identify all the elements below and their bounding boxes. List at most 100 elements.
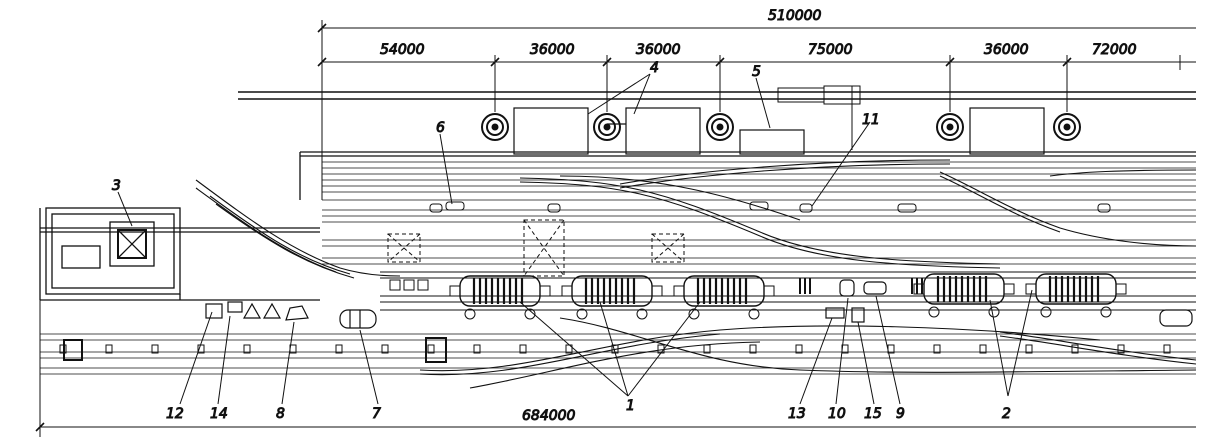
- pulley-hub: [946, 123, 954, 131]
- pulley-hub: [1063, 123, 1071, 131]
- pulley-inner: [486, 118, 504, 136]
- small-equipment: [205, 279, 1193, 329]
- pulley-5: [1053, 113, 1081, 141]
- machine-block: [63, 339, 83, 361]
- callout-10: 10: [828, 406, 846, 422]
- pulley-4: [936, 113, 964, 141]
- rail-marker: [335, 344, 343, 354]
- small-box: [417, 279, 429, 291]
- pulley-1: [481, 113, 509, 141]
- callout-14: 14: [210, 406, 228, 422]
- roll-unit-end: [673, 285, 685, 297]
- callout-1: 1: [626, 398, 635, 414]
- pulley-hub: [491, 123, 499, 131]
- rail-marker: [243, 344, 251, 354]
- rail-marker: [473, 344, 481, 354]
- cart: [547, 203, 561, 213]
- roll-unit-end: [651, 285, 663, 297]
- roll-unit-1: [449, 275, 551, 320]
- callout-7: 7: [372, 406, 381, 422]
- roll-unit-end: [1003, 283, 1015, 295]
- rail-marker: [151, 344, 159, 354]
- roll-unit-4: [913, 273, 1015, 318]
- rail-marker: [749, 344, 757, 354]
- roll-unit-wheel: [988, 306, 1000, 318]
- pulley-rim: [1053, 113, 1081, 141]
- callout-13: 13: [788, 406, 806, 422]
- callout-9: 9: [896, 406, 905, 422]
- roll-unit-end: [561, 285, 573, 297]
- pulley-3: [706, 113, 734, 141]
- callout-12: 12: [166, 406, 184, 422]
- rail-marker: [381, 344, 389, 354]
- roll-unit-wheel: [1100, 306, 1112, 318]
- upper-switch-curves: [519, 159, 1197, 269]
- dimension-total-bottom: 684000: [522, 408, 576, 424]
- dimension-total-top: 510000: [768, 8, 822, 24]
- small-box: [389, 279, 401, 291]
- upper-floor-carts: [429, 201, 1111, 213]
- cart: [897, 203, 917, 213]
- rail-marker: [105, 344, 113, 354]
- pulley-inner: [1058, 118, 1076, 136]
- pulley-inner: [941, 118, 959, 136]
- dimension-segment-2: 36000: [530, 42, 575, 58]
- callout-3: 3: [112, 178, 121, 194]
- leader-lines: [117, 73, 1033, 405]
- roll-unit-wheel: [576, 308, 588, 320]
- cart: [799, 203, 813, 213]
- roll-unit-end: [1115, 283, 1127, 295]
- upper-floor-outline: [299, 151, 1196, 200]
- left-building: [39, 207, 320, 301]
- callout-2: 2: [1002, 406, 1011, 422]
- incoming-curved-tracks: [195, 179, 401, 279]
- column-pulleys: [481, 113, 1081, 141]
- lower-crossovers: [419, 317, 1197, 389]
- rail-marker: [519, 344, 527, 354]
- cart: [749, 201, 769, 211]
- roll-unit-wheel: [928, 306, 940, 318]
- roll-units: [389, 273, 1127, 320]
- callout-6: 6: [436, 120, 445, 136]
- callout-4: 4: [650, 60, 659, 76]
- upper-rail-tracks: [322, 161, 1196, 265]
- pulley-rim: [706, 113, 734, 141]
- roll-unit-wheel: [464, 308, 476, 320]
- dimension-segment-3: 36000: [636, 42, 681, 58]
- roll-unit-end: [449, 285, 461, 297]
- dimension-segment-4: 75000: [808, 42, 853, 58]
- lower-rail-tracks: [40, 333, 1196, 375]
- roll-unit-3: [673, 275, 775, 320]
- rail-marker: [933, 344, 941, 354]
- small-box: [403, 279, 415, 291]
- machine-block: [425, 337, 447, 363]
- roll-unit-wheel: [1040, 306, 1052, 318]
- pulley-inner: [711, 118, 729, 136]
- roll-unit-wheel: [524, 308, 536, 320]
- rail-marker: [427, 344, 435, 354]
- rail-marker: [795, 344, 803, 354]
- crane-runway: [238, 85, 1196, 150]
- cart: [429, 203, 443, 213]
- roll-unit-end: [913, 283, 925, 295]
- rail-marker: [979, 344, 987, 354]
- callout-11: 11: [862, 112, 880, 128]
- pulley-rim: [481, 113, 509, 141]
- roll-unit-wheel: [636, 308, 648, 320]
- pulley-hub: [603, 123, 611, 131]
- roll-unit-wheel: [688, 308, 700, 320]
- dimension-segment-1: 54000: [380, 42, 425, 58]
- roll-unit-end: [539, 285, 551, 297]
- rail-marker: [703, 344, 711, 354]
- rail-marker: [1025, 344, 1033, 354]
- pulley-2: [593, 113, 621, 141]
- pulley-rim: [593, 113, 621, 141]
- rail-marker: [1163, 344, 1171, 354]
- callout-8: 8: [276, 406, 285, 422]
- callout-5: 5: [752, 64, 761, 80]
- buildings: [513, 107, 1045, 155]
- cart: [445, 201, 465, 211]
- pulley-hub: [716, 123, 724, 131]
